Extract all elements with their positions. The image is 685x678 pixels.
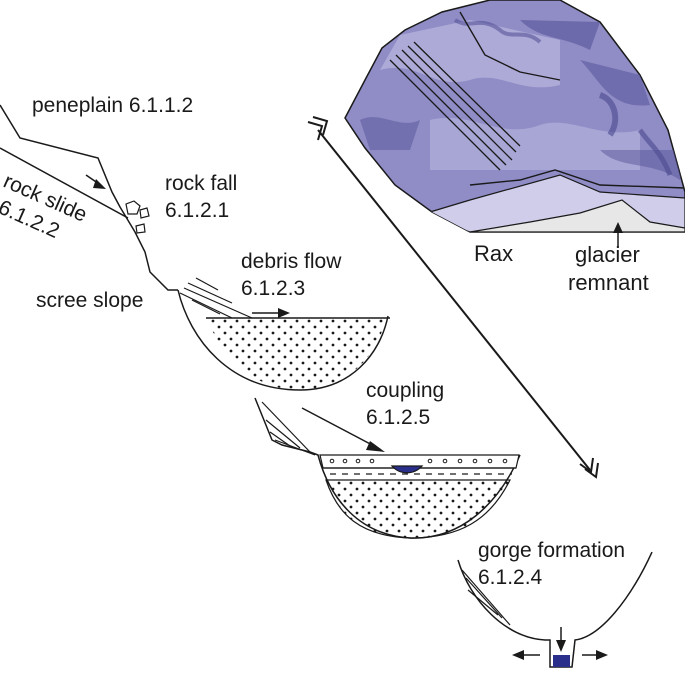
rock-fall-label-1: rock fall <box>165 172 237 195</box>
glacier-label-2: remnant <box>568 270 649 295</box>
coupling-label-2: 6.1.2.5 <box>366 406 430 429</box>
rax-label: Rax <box>474 241 513 266</box>
rax-rock-illustration <box>344 0 685 233</box>
debris-flow-basin <box>177 277 390 391</box>
glacier-pointer-head <box>613 222 623 233</box>
coupling-basin <box>254 397 521 539</box>
rock-fall-label-2: 6.1.2.1 <box>165 199 229 222</box>
debris-flow-label-1: debris flow <box>241 250 342 273</box>
gorge-label-1: gorge formation <box>478 539 625 562</box>
coupling-label-1: coupling <box>366 379 444 402</box>
gorge-profile <box>457 551 653 668</box>
upper-slope-profile <box>0 104 178 291</box>
link-arrow <box>307 116 599 479</box>
glacier-label-1: glacier <box>575 242 640 267</box>
gorge-label-2: 6.1.2.4 <box>478 566 543 589</box>
scree-slope-label: scree slope <box>36 289 143 312</box>
peneplain-label: peneplain 6.1.1.2 <box>32 94 193 117</box>
debris-flow-label-2: 6.1.2.3 <box>241 277 305 300</box>
